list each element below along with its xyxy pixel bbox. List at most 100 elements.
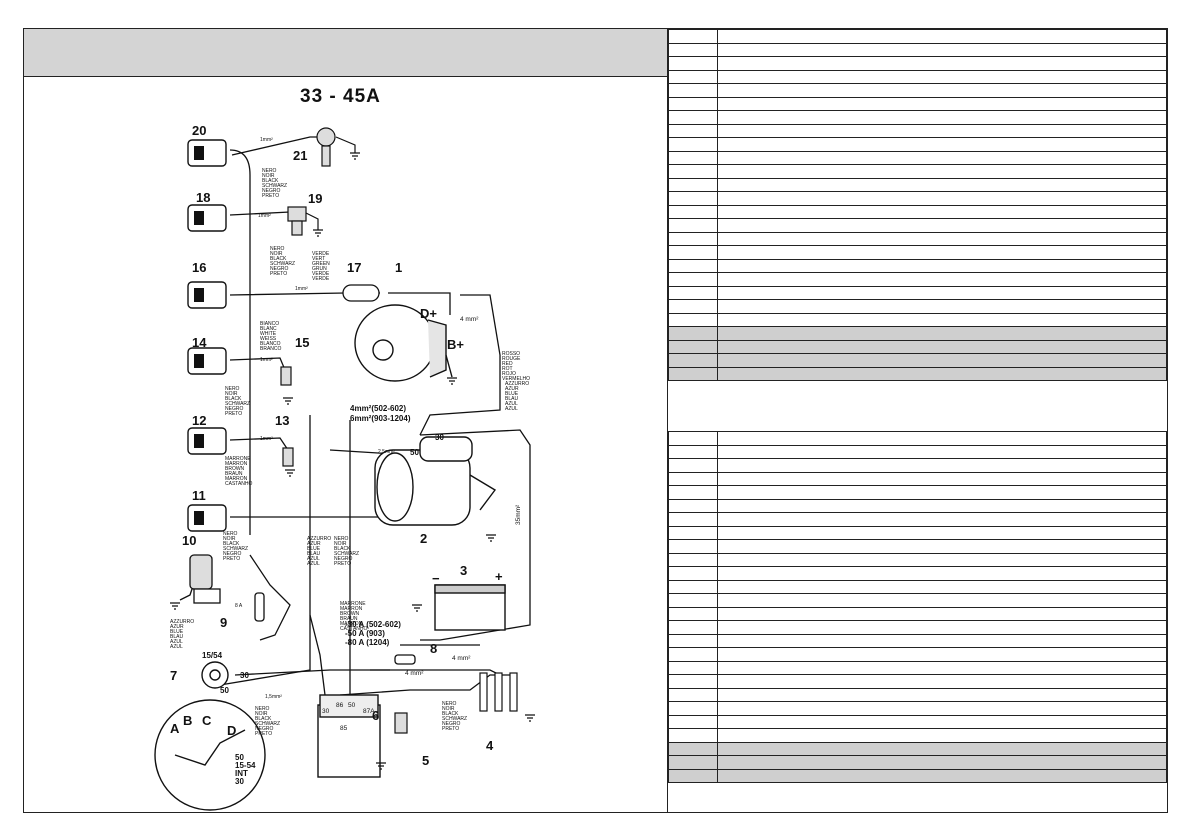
terminal-30: 30 [435,433,444,442]
wire-12-13 [229,437,289,451]
ground-symbol [486,534,496,542]
label-8: 8 [430,641,437,656]
legend-description-cell [717,272,1167,287]
legend-description-cell [717,471,1167,486]
legend-description-cell [717,123,1167,138]
legend-description-cell [717,366,1167,381]
legend-description-cell [717,647,1167,662]
wiring-diagram: 20 21 18 19 16 17 1 14 15 12 13 11 2 10 … [154,123,535,811]
legend-code-cell [668,110,718,125]
glow-plug-c [509,672,518,712]
wire-size-label: 1mm² [260,137,273,143]
legend-code-cell [668,755,718,770]
legend-code-cell [668,69,718,84]
legend-row [668,444,1167,459]
legend-code-cell [668,96,718,111]
alternator-1-rear [427,319,447,378]
legend-row [668,29,1167,44]
terminal-50: 50 [410,448,419,457]
legend-description-cell [717,714,1167,729]
fuse-rating-30a: -30 A (502-602) [345,620,401,629]
legend-code-cell [668,701,718,716]
terminal-dplus: D+ [420,306,437,321]
legend-row [668,137,1167,152]
legend-description-cell [717,485,1167,500]
legend-row [668,177,1167,192]
label-20: 20 [192,123,206,138]
legend-description-cell [717,177,1167,192]
legend-code-cell [668,326,718,341]
connector-16-pin [194,288,204,302]
label-9: 9 [220,615,227,630]
legend-code-cell [668,42,718,57]
wire-size-25mm: 2.5mm² [378,449,395,455]
label-4: 4 [486,738,494,753]
wire-size-label: 1mm² [260,357,273,363]
label-5: 5 [422,753,429,768]
legend-description-cell [717,728,1167,743]
legend-code-cell [668,674,718,689]
legend-description-cell [717,56,1167,71]
relay-terminal-85: 85 [340,725,348,732]
legend-row [668,687,1167,702]
legend-code-cell [668,245,718,260]
connector-14-pin [194,354,204,368]
label-16: 16 [192,260,206,275]
sender-21-ground-wire [335,136,356,153]
legend-code-cell [668,366,718,381]
legend-code-cell [668,444,718,459]
legend-row [668,204,1167,219]
legend-description-cell [717,579,1167,594]
legend-code-cell [668,525,718,540]
starter-pinion [469,474,497,511]
legend-code-cell [668,458,718,473]
legend-code-cell [668,471,718,486]
legend-row [668,647,1167,662]
legend-row [668,593,1167,608]
alternator-1-ground-wire [445,354,453,378]
legend-description-cell [717,660,1167,675]
connector-14 [187,347,227,375]
legend-description-cell [717,137,1167,152]
legend-description-cell [717,741,1167,756]
legend-code-cell [668,258,718,273]
switch-position-d: D [227,723,236,738]
legend-code-cell [668,579,718,594]
legend-code-cell [668,191,718,206]
legend-description-cell [717,150,1167,165]
relay-6-terminals [319,694,379,718]
legend-row [668,728,1167,743]
wire-size-4mm-502: 4mm²(502-602) [350,404,406,413]
ignition-switch-7-key [209,669,221,681]
ground-symbol [447,377,457,385]
legend-row [668,326,1167,341]
connector-11 [187,504,227,532]
switch-19-ground-wire [305,212,319,230]
legend-row [668,431,1167,446]
label-2: 2 [420,531,427,546]
legend-code-cell [668,299,718,314]
battery-3-lid [434,584,506,594]
legend-row [668,231,1167,246]
legend-description-cell [717,620,1167,635]
label-12: 12 [192,413,206,428]
legend-description-cell [717,339,1167,354]
panel-divider [667,28,668,813]
label-17: 17 [347,260,361,275]
legend-code-cell [668,741,718,756]
legend-row [668,272,1167,287]
legend-code-cell [668,485,718,500]
legend-code-cell [668,620,718,635]
legend-description-cell [717,285,1167,300]
legend-description-cell [717,674,1167,689]
legend-row [668,366,1167,381]
label-18: 18 [196,190,210,205]
